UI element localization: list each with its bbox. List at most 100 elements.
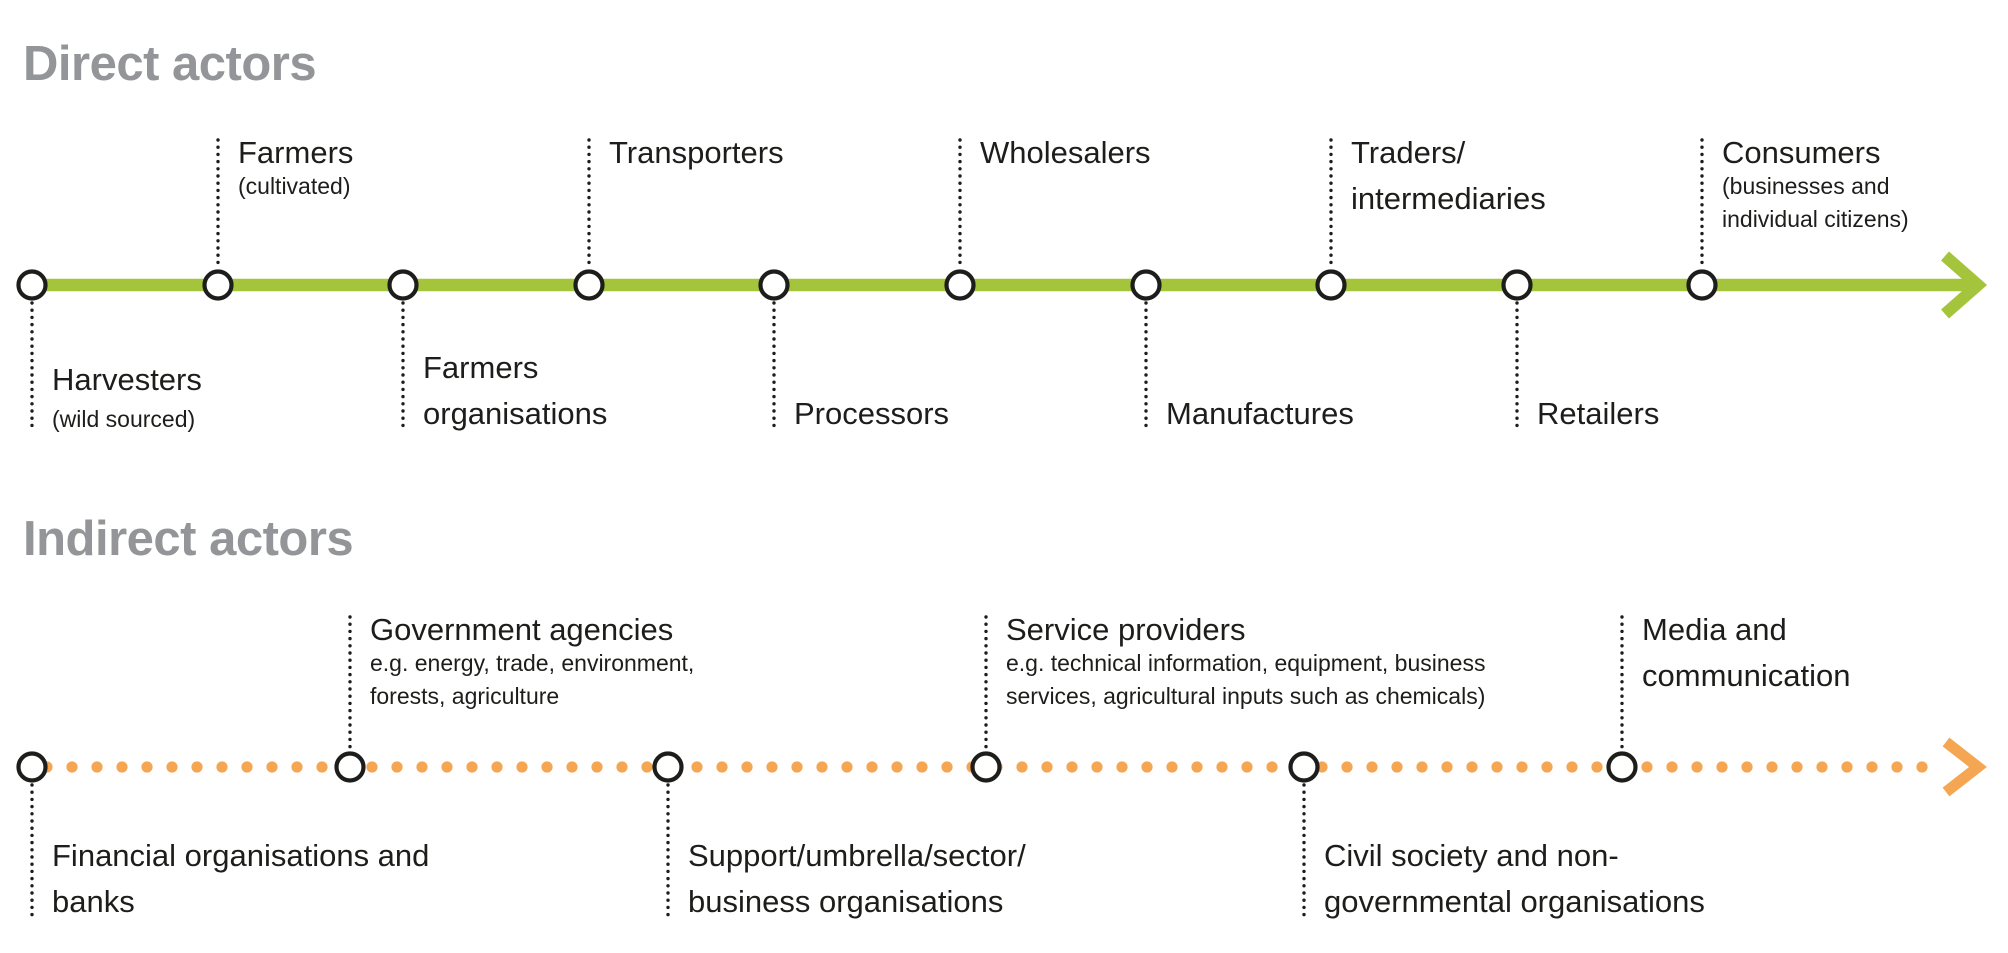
flow-dot	[141, 761, 153, 773]
flow-dot	[416, 761, 428, 773]
actor-name: Transporters	[609, 135, 784, 170]
flow-dot	[1241, 761, 1253, 773]
actor-name: Processors	[794, 396, 950, 431]
flow-dot	[1466, 761, 1478, 773]
flow-dot	[1216, 761, 1228, 773]
flow-dot	[1716, 761, 1728, 773]
actor-label: Harvesters (wild sourced)	[52, 357, 202, 436]
flow-dot	[1816, 761, 1828, 773]
flow-dot	[1266, 761, 1278, 773]
flow-dot	[1741, 761, 1753, 773]
flow-dot	[1566, 761, 1578, 773]
indirect-actors-timeline	[16, 615, 1987, 917]
actor-label: Civil society and non-governmental organ…	[1324, 833, 1705, 925]
flow-dot	[1416, 761, 1428, 773]
actor-name: communication	[1642, 658, 1851, 693]
actor-label: Traders/intermediaries	[1351, 130, 1546, 222]
flow-dot	[191, 761, 203, 773]
flow-dot	[1141, 761, 1153, 773]
flow-dot	[1791, 761, 1803, 773]
arrow-head-icon	[1941, 251, 1988, 319]
actor-name: Financial organisations and	[52, 838, 430, 873]
flow-dot	[816, 761, 828, 773]
actor-name: Service providers	[1006, 612, 1246, 647]
direct-actors-heading: Direct actors	[23, 37, 317, 91]
flow-dot	[591, 761, 603, 773]
flow-dot	[1341, 761, 1353, 773]
flow-dot	[466, 761, 478, 773]
flow-dot	[1841, 761, 1853, 773]
actor-description: services, agricultural inputs such as ch…	[1006, 683, 1486, 709]
timeline-node	[1288, 751, 1320, 783]
actor-name: Farmers	[238, 135, 354, 170]
flow-dot	[891, 761, 903, 773]
actor-label: Support/umbrella/sector/business organis…	[688, 833, 1026, 925]
flow-dot	[491, 761, 503, 773]
flow-dot	[1066, 761, 1078, 773]
flow-dot	[791, 761, 803, 773]
flow-dot	[1041, 761, 1053, 773]
flow-dot	[91, 761, 103, 773]
flow-dot	[566, 761, 578, 773]
timeline-node	[573, 269, 605, 301]
actor-description: (wild sourced)	[52, 406, 196, 432]
actor-label: Transporters	[609, 130, 784, 176]
timeline-node	[1606, 751, 1638, 783]
timeline-node	[1501, 269, 1533, 301]
actor-name: intermediaries	[1351, 181, 1546, 216]
flow-dot	[641, 761, 653, 773]
actor-name: Farmers	[423, 350, 539, 385]
timeline-node	[387, 269, 419, 301]
flow-dot	[541, 761, 553, 773]
timeline-node	[1315, 269, 1347, 301]
flow-dot	[116, 761, 128, 773]
actor-label: Manufactures	[1166, 391, 1354, 437]
flow-dot	[391, 761, 403, 773]
flow-dot	[916, 761, 928, 773]
flow-dot	[241, 761, 253, 773]
actor-name: Traders/	[1351, 135, 1466, 170]
flow-dot	[216, 761, 228, 773]
flow-dot	[441, 761, 453, 773]
actor-name: banks	[52, 884, 135, 919]
flow-dot	[366, 761, 378, 773]
actor-label: Wholesalers	[980, 130, 1151, 176]
flow-dot	[1916, 761, 1928, 773]
flow-dot	[66, 761, 78, 773]
timeline-node	[970, 751, 1002, 783]
actor-name: Support/umbrella/sector/	[688, 838, 1026, 873]
timeline-node	[652, 751, 684, 783]
flow-dot	[1891, 761, 1903, 773]
flow-dot	[1866, 761, 1878, 773]
flow-dot	[1691, 761, 1703, 773]
timeline-node	[944, 269, 976, 301]
flow-dot	[266, 761, 278, 773]
flow-dot	[166, 761, 178, 773]
actor-description: forests, agriculture	[370, 683, 560, 709]
actor-name: Wholesalers	[980, 135, 1151, 170]
flow-dot	[1391, 761, 1403, 773]
flow-dot	[1591, 761, 1603, 773]
actor-name: Harvesters	[52, 362, 202, 397]
flow-dot	[1016, 761, 1028, 773]
actor-name: Retailers	[1537, 396, 1660, 431]
flow-dot	[766, 761, 778, 773]
flow-dot	[1116, 761, 1128, 773]
flow-dot	[1541, 761, 1553, 773]
direct-actors-timeline	[16, 138, 1988, 430]
flow-dot	[1641, 761, 1653, 773]
flow-dot	[691, 761, 703, 773]
actor-description: (businesses and	[1722, 173, 1890, 199]
flow-dot	[316, 761, 328, 773]
actor-label: Processors	[794, 391, 949, 437]
actor-description: e.g. energy, trade, environment,	[370, 650, 695, 676]
timeline-node	[1130, 269, 1162, 301]
actor-description: individual citizens)	[1722, 206, 1909, 232]
timeline-node	[758, 269, 790, 301]
flow-dot	[516, 761, 528, 773]
timeline-node	[16, 751, 48, 783]
flow-dot	[716, 761, 728, 773]
